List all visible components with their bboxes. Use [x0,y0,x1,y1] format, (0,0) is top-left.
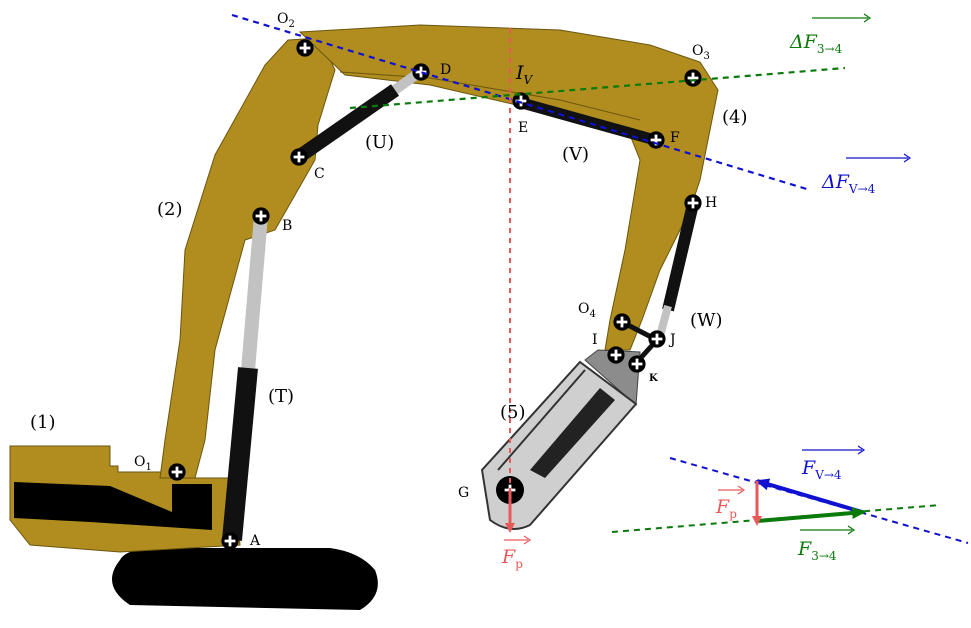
label-point-i: I [592,332,598,348]
label-cylinder-t: (T) [268,386,294,407]
label-point-o2: O2 [277,11,295,30]
pivot-c [290,148,308,166]
cylinder-w-barrel [662,202,699,312]
label-fp: Fp [501,535,532,571]
label-fv4: FV→4 [801,445,866,482]
svg-text:FV→4: FV→4 [801,457,842,482]
pivot-o4 [613,313,631,331]
vector-fv4-arrow [755,478,863,514]
cylinder-w-rod [656,304,672,338]
bucket-inner [530,388,615,478]
svg-text:ΔF3→4: ΔF3→4 [789,31,843,56]
label-fp-triangle: Fp [715,485,746,521]
cylinder-t-barrel [222,367,258,541]
pivot-o3 [684,69,702,87]
label-cylinder-v: (V) [562,144,589,165]
chassis-dark-panel [14,482,212,530]
label-point-o3: O3 [692,43,710,62]
label-f34: F3→4 [797,525,856,563]
label-point-a: A [249,533,261,549]
bucket-mount [584,349,641,407]
label-point-f: F [670,130,680,146]
pivot-h [684,194,702,212]
label-part-5: (5) [500,402,526,423]
stick-inner-line [339,71,641,121]
cylinder-v-barrel [520,97,657,146]
label-point-d: D [440,62,451,78]
label-delta-f34: ΔF3→4 [789,13,872,56]
label-delta-fv4: ΔFV→4 [821,153,912,196]
label-part-4: (4) [722,107,748,128]
label-point-o1: O1 [134,454,152,473]
label-point-b: B [282,218,292,234]
pivot-o1 [168,463,186,481]
pivot-k [628,355,646,373]
svg-text:Fp: Fp [501,546,523,571]
pivot-f [647,131,665,149]
label-point-e: E [518,120,528,136]
pivot-a [221,532,239,550]
boom-body [159,37,336,479]
label-cylinder-u: (U) [365,132,394,153]
svg-text:F3→4: F3→4 [797,538,837,563]
svg-text:ΔFV→4: ΔFV→4 [821,171,876,196]
pivot-j [648,330,666,348]
label-part-1: (1) [30,412,56,433]
label-point-k: K [649,373,658,384]
label-point-c: C [314,166,325,182]
vector-f34-arrow [756,507,866,523]
label-cylinder-w: (W) [690,310,723,331]
label-point-h: H [705,195,717,211]
pivot-b [252,207,270,225]
label-point-iv: IV [515,62,534,87]
label-part-2: (2) [157,199,183,220]
label-point-j: J [668,332,676,348]
bucket-edge [497,369,586,471]
pivot-d [412,63,430,81]
cylinder-u-barrel [296,84,399,162]
pivot-o2 [296,39,314,57]
blue-line-fv4 [231,13,811,192]
label-point-o4: O4 [578,301,596,320]
green-line-f34 [349,66,846,110]
svg-text:Fp: Fp [715,496,737,521]
label-point-g: G [458,485,469,501]
cylinder-t-rod [241,215,268,371]
crawler-track [112,548,378,610]
pivot-i [607,346,625,364]
